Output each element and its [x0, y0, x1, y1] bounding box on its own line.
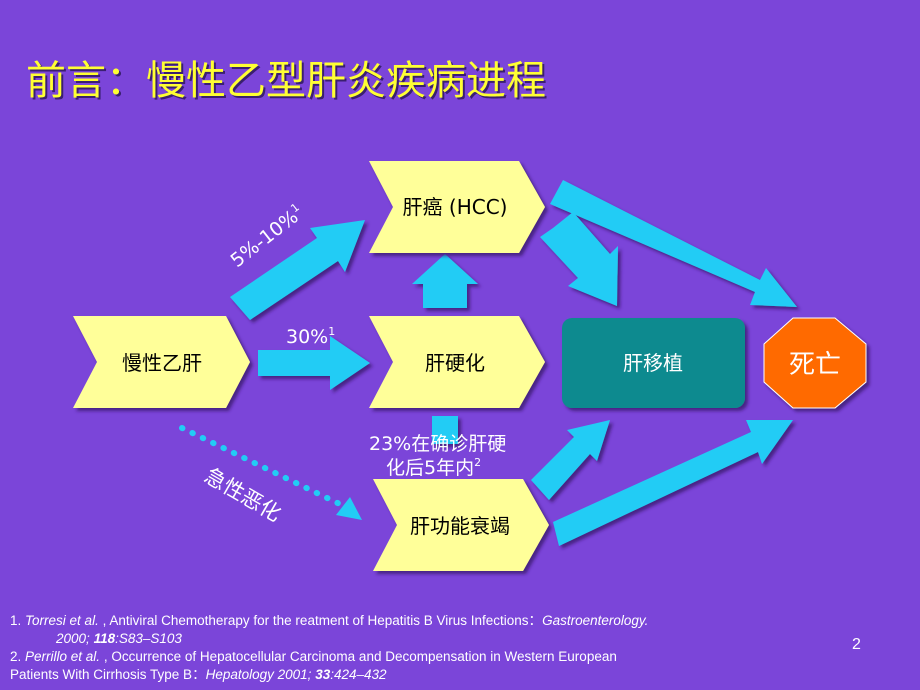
- arrow-chronic-to-hcc: [230, 220, 365, 320]
- arrow-hcc-to-transplant: [540, 212, 618, 306]
- slide-title: 前言：慢性乙型肝炎疾病进程: [26, 58, 546, 104]
- acute-arrowhead: [336, 497, 362, 520]
- node-chronic-label: 慢性乙肝: [122, 351, 202, 375]
- node-transplant-label: 肝移植: [623, 351, 683, 375]
- reference-2-cont: Patients With Cirrhosis Type B：Hepatolog…: [10, 667, 387, 682]
- node-cirrhosis: [369, 316, 545, 408]
- node-transplant: [562, 318, 745, 408]
- node-liver-failure: [373, 479, 549, 571]
- arrow-failure-to-death: [553, 420, 793, 546]
- reference-2: 2. Perrillo et al. , Occurrence of Hepat…: [10, 649, 617, 664]
- acute-dotted-line: [179, 425, 351, 511]
- flow-diagram: 慢性乙肝 肝癌 (HCC) 肝硬化 肝功能衰竭 肝移植 死亡 5%-10%1 3…: [73, 161, 867, 571]
- page-number: 2: [852, 636, 861, 653]
- label-decompensation-line1: 23%在确诊肝硬: [369, 433, 506, 455]
- node-hcc: [369, 161, 545, 253]
- references: 1. Torresi et al. , Antiviral Chemothera…: [10, 612, 830, 684]
- arrow-failure-to-transplant: [531, 420, 610, 500]
- node-death-label: 死亡: [789, 350, 841, 380]
- reference-1: 1. Torresi et al. , Antiviral Chemothera…: [10, 613, 649, 628]
- arrow-chronic-to-cirrhosis: [258, 336, 370, 390]
- node-death: [763, 317, 867, 409]
- node-failure-label: 肝功能衰竭: [410, 514, 510, 538]
- node-hcc-label: 肝癌 (HCC): [403, 195, 508, 219]
- label-decompensation-line2: 化后5年内2: [386, 456, 481, 479]
- node-cirrhosis-label: 肝硬化: [425, 351, 485, 375]
- arrow-cirrhosis-to-failure: [432, 416, 458, 444]
- arrow-hcc-to-death: [550, 180, 797, 307]
- node-chronic-hbv: [73, 316, 250, 408]
- reference-1-cont: 2000; 118:S83–S103: [56, 631, 182, 646]
- arrow-cirrhosis-to-hcc: [412, 254, 478, 308]
- label-to-cirrhosis: 30%1: [286, 325, 335, 348]
